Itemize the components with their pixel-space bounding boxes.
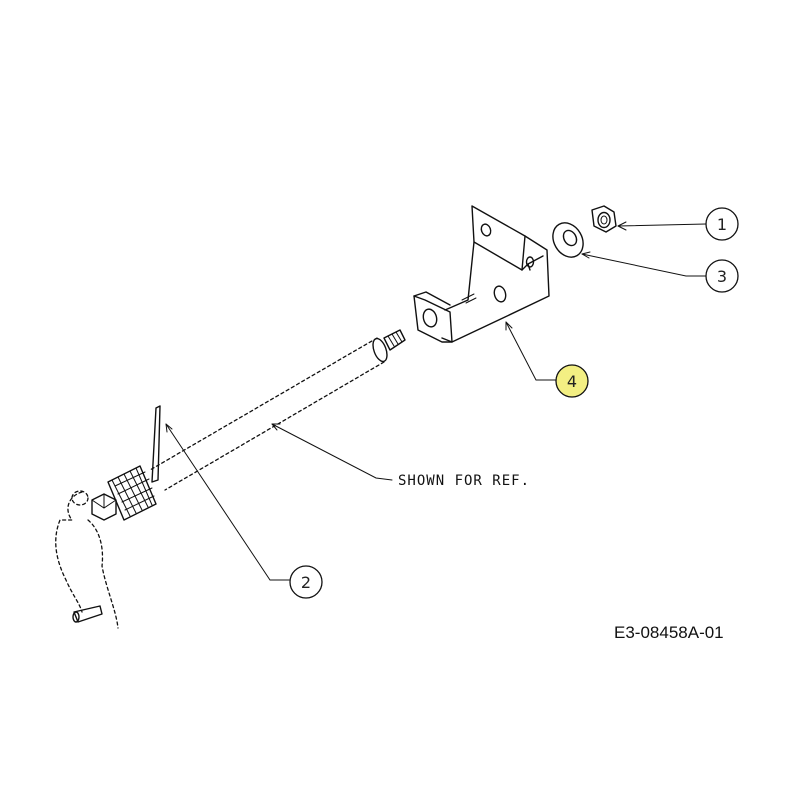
leader-line-2 xyxy=(165,423,291,581)
arrow-3 xyxy=(581,251,591,259)
drawing-code: E3-08458A-01 xyxy=(614,623,724,642)
shown-for-ref-label: SHOWN FOR REF. xyxy=(398,473,530,489)
callout-2[interactable]: 2 xyxy=(289,565,323,599)
leader-line-1 xyxy=(617,223,707,227)
arrow-2 xyxy=(165,423,173,433)
washer-part xyxy=(552,222,584,258)
leader-line-3 xyxy=(581,253,707,277)
nut-part xyxy=(591,205,617,233)
callout-4-label: 4 xyxy=(567,372,577,391)
callout-1-label: 1 xyxy=(717,215,727,234)
leader-line-4 xyxy=(505,321,557,381)
arrow-1 xyxy=(617,221,627,231)
callout-4[interactable]: 4 xyxy=(555,364,589,398)
arrow-ref xyxy=(271,423,281,431)
shaft-reference xyxy=(149,329,406,491)
spring-part xyxy=(91,405,161,521)
bracket-part xyxy=(413,205,550,343)
callout-3-label: 3 xyxy=(717,267,727,286)
arrow-4 xyxy=(505,321,513,331)
callout-3[interactable]: 3 xyxy=(705,259,739,293)
callout-1[interactable]: 1 xyxy=(705,207,739,241)
pedal-arm-reference xyxy=(55,490,119,629)
callout-2-label: 2 xyxy=(301,573,311,592)
leader-line-ref xyxy=(271,423,393,481)
